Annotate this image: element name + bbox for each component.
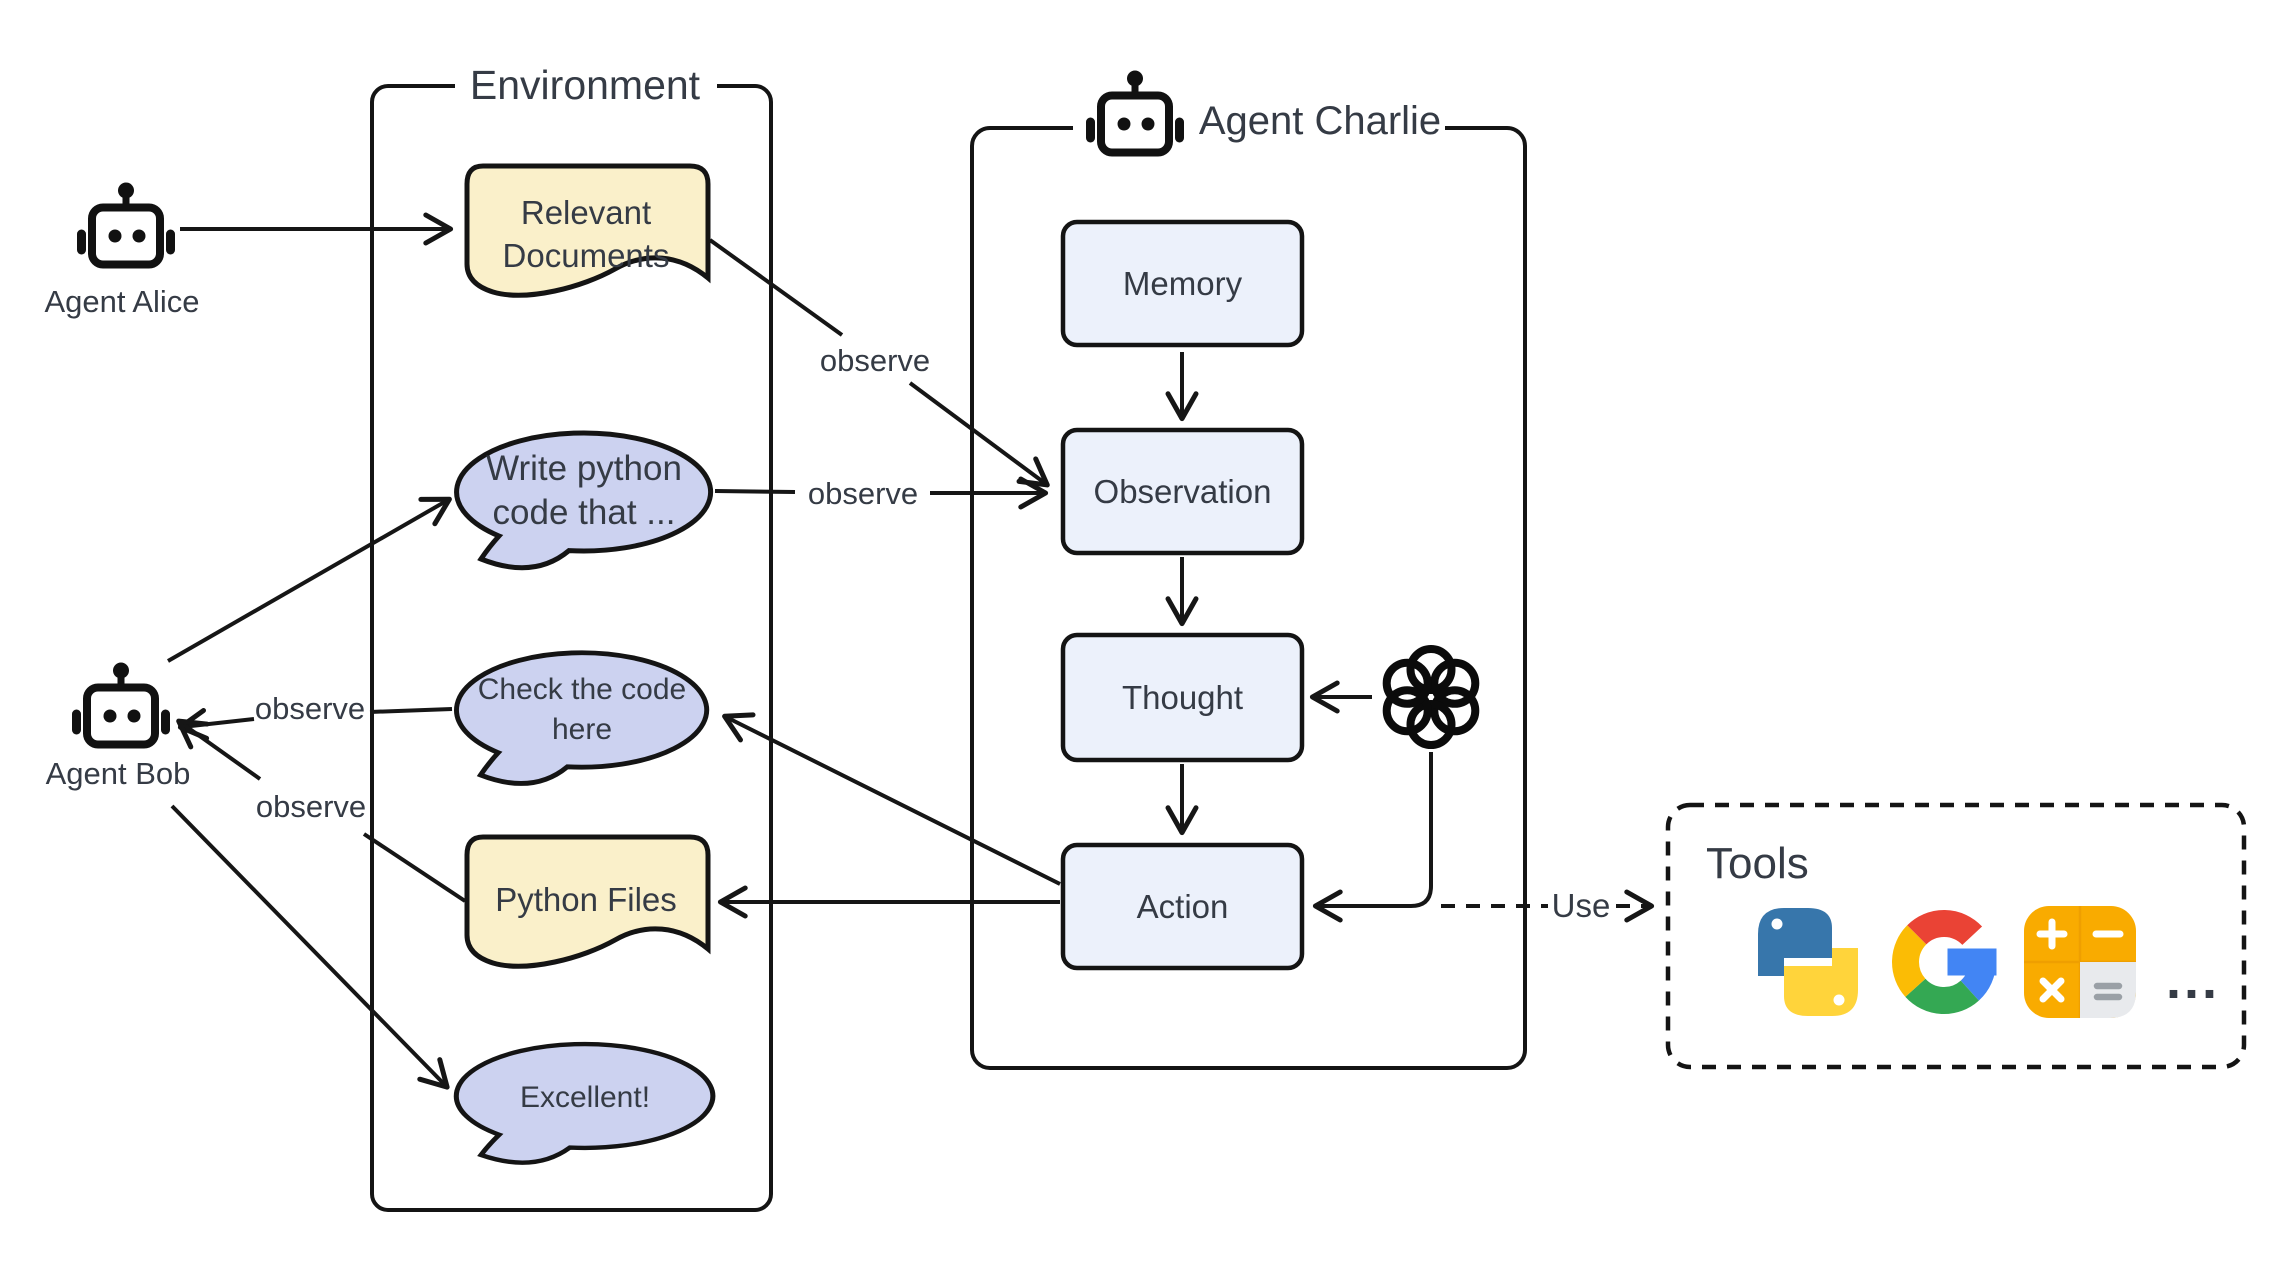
arrow-llm-to-action <box>1312 752 1433 923</box>
speech-bubble-icon <box>454 650 710 786</box>
python-files-label: Python Files <box>495 881 677 918</box>
python-logo-icon <box>1758 908 1858 1016</box>
calc-plus <box>2036 918 2068 950</box>
agent-bob: Agent Bob <box>46 663 191 791</box>
bubble-write-line1: Write python <box>486 449 682 488</box>
g-red-arc <box>1907 910 1983 946</box>
tools-group: Tools <box>1665 802 2247 1070</box>
python-yellow-snake <box>1784 948 1858 1016</box>
arrow-check-observe-seg1 <box>369 707 453 714</box>
bubble-write-line2: code that ... <box>493 493 676 532</box>
agent-charlie-group: Agent Charlie <box>970 64 1527 1070</box>
arrow-files-observe-seg1 <box>362 832 467 903</box>
bubble-write-python: Write python code that ... <box>454 430 714 571</box>
google-logo-icon <box>1892 910 1997 1014</box>
observation-box-label: Observation <box>1094 473 1272 510</box>
calculator-icon <box>2024 906 2136 1018</box>
observe-label-files: observe <box>256 789 366 824</box>
openai-logo-icon <box>1382 645 1480 749</box>
thought-box: Thought <box>1060 632 1305 763</box>
relevant-documents-shape: Relevant Documents <box>464 163 711 298</box>
memory-box: Memory <box>1060 219 1305 348</box>
calc-times <box>2039 977 2065 1003</box>
thought-box-label: Thought <box>1122 679 1243 716</box>
arrow-files-observe-seg2 <box>176 718 262 781</box>
python-files-shape: Python Files <box>464 834 711 969</box>
speech-bubble-icon <box>453 1041 716 1165</box>
arrow-check-observe-seg2 <box>177 708 255 741</box>
environment-title: Environment <box>470 62 701 108</box>
python-blue-snake <box>1758 908 1832 976</box>
calc-equals <box>2093 982 2123 1001</box>
arrow-write-observe-seg1 <box>714 489 796 494</box>
edges: observe observe Use observe observe <box>167 212 1655 1090</box>
agent-charlie-title: Agent Charlie <box>1199 99 1441 143</box>
observation-box-shape <box>1060 427 1305 556</box>
memory-box-label: Memory <box>1123 265 1243 302</box>
g-bar <box>1947 948 1997 976</box>
ellipsis-more-tools: ... <box>2166 950 2220 1010</box>
python-eye-bottom <box>1833 994 1845 1006</box>
bubble-check-line1: Check the code <box>478 673 686 706</box>
pipeline-boxes: Memory Observation Thought Action <box>1060 219 1305 971</box>
action-box-label: Action <box>1137 888 1229 925</box>
calc-gray-quadrant <box>2080 962 2136 1018</box>
arrow-documents-observe-seg2 <box>908 381 1050 488</box>
document-icon <box>464 834 711 969</box>
arrow-bob-to-excellent <box>170 804 450 1090</box>
action-box-shape <box>1060 842 1305 971</box>
bubble-excellent-line1: Excellent! <box>520 1081 650 1114</box>
use-label: Use <box>1552 887 1611 924</box>
document-icon <box>464 163 711 298</box>
thought-box-shape <box>1060 632 1305 763</box>
relevant-documents-line1: Relevant <box>521 194 651 231</box>
bubble-check-code: Check the code here <box>454 650 710 786</box>
bubble-excellent: Excellent! <box>453 1041 716 1165</box>
bubble-check-line2: here <box>552 713 612 746</box>
observe-label-check: observe <box>255 691 365 726</box>
agent-alice: Agent Alice <box>44 183 200 319</box>
observe-label-write: observe <box>808 476 918 511</box>
agent-alice-label: Agent Alice <box>44 284 199 319</box>
arrow-action-to-checkbubble <box>722 712 1061 886</box>
observe-label-documents: observe <box>820 343 930 378</box>
relevant-documents-line2: Documents <box>503 237 670 274</box>
robot-icon-bob <box>72 663 170 745</box>
speech-bubble-icon <box>454 430 714 571</box>
tools-title: Tools <box>1706 839 1809 888</box>
arrow-bob-to-writebubble <box>167 496 452 663</box>
g-yellow-arc <box>1892 925 1927 997</box>
arrow-documents-observe-seg1 <box>708 238 844 337</box>
environment-group: Environment <box>370 60 773 1212</box>
environment-title-mask <box>455 60 717 106</box>
agent-bob-label: Agent Bob <box>46 756 191 791</box>
tools-frame <box>1665 802 2247 1070</box>
observation-box: Observation <box>1060 427 1305 556</box>
python-eye-top <box>1771 918 1783 930</box>
g-green-arc <box>1905 978 1979 1014</box>
robot-icon-alice <box>77 183 175 265</box>
action-box: Action <box>1060 842 1305 971</box>
memory-box-shape <box>1060 219 1305 348</box>
